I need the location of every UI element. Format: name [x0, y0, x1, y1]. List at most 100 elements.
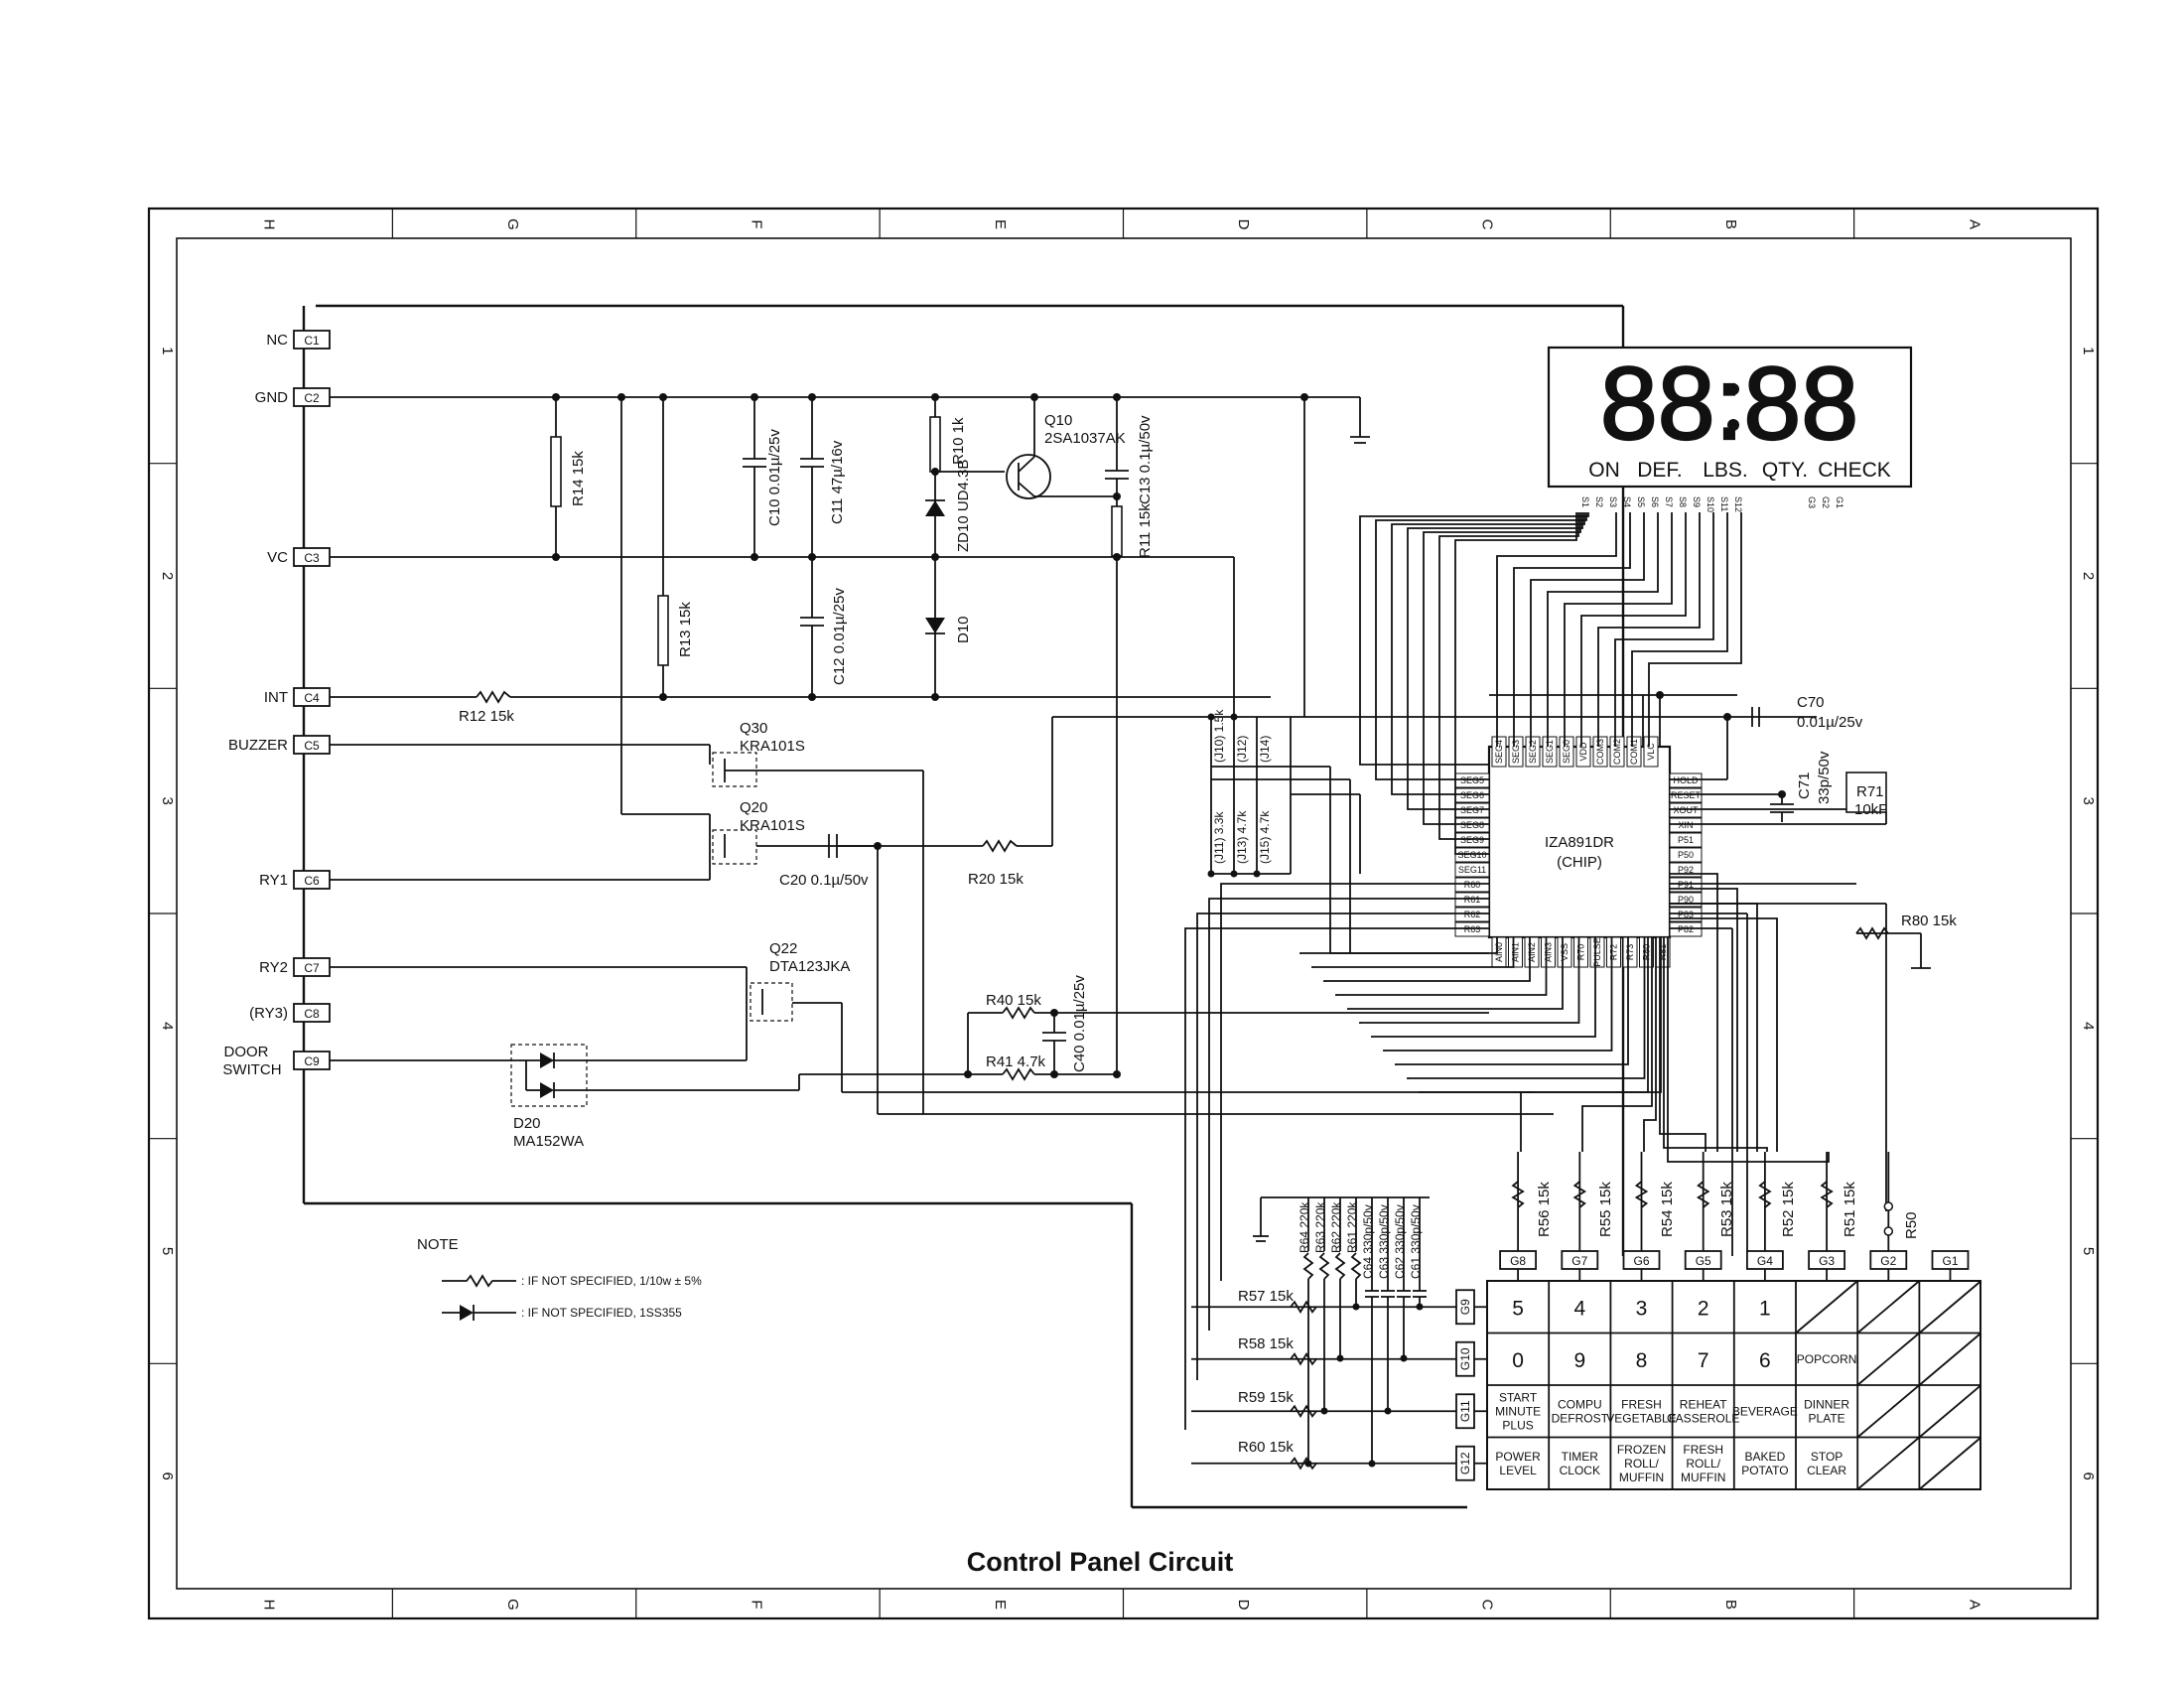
pull-down-bank	[1253, 1196, 1430, 1468]
key-label: COMPU	[1558, 1397, 1602, 1411]
chip-pin-PULSE: PULSE	[1592, 937, 1602, 967]
key-label: 1	[1759, 1297, 1771, 1320]
keypad-key[interactable]: 7	[1698, 1349, 1709, 1372]
chip-pin-P50: P50	[1678, 850, 1694, 860]
keypad-key[interactable]: POPCORN	[1797, 1352, 1857, 1366]
connector-name: RY2	[259, 959, 288, 976]
key-label: CASSEROLE	[1667, 1411, 1739, 1425]
keypad-col-G3: G3	[1819, 1254, 1835, 1268]
keypad-key[interactable]: 8	[1636, 1349, 1648, 1372]
key-label: PLUS	[1502, 1418, 1533, 1432]
frame-col-bottom-A: A	[1966, 1600, 1982, 1610]
frame-col-bottom-C: C	[1479, 1600, 1496, 1611]
connector-name: (RY3)	[249, 1005, 288, 1022]
frame-col-top-C: C	[1479, 219, 1496, 230]
chip-pin-COM3: COM3	[1595, 739, 1605, 765]
keypad-key[interactable]: 1	[1759, 1297, 1771, 1320]
connector-name: BUZZER	[228, 737, 288, 754]
keypad-key[interactable]: 5	[1512, 1297, 1524, 1320]
chip-pin-AIN1: AIN1	[1511, 942, 1521, 962]
keypad-key[interactable]: 9	[1573, 1349, 1585, 1372]
label-r71: R71	[1856, 783, 1884, 800]
key-label: REHEAT	[1680, 1397, 1727, 1411]
keypad-col-G5: G5	[1696, 1254, 1711, 1268]
chip-pin-RESET: RESET	[1671, 790, 1702, 800]
key-label: POTATO	[1741, 1464, 1788, 1477]
chip-pin-P83: P83	[1678, 910, 1694, 919]
label-q22-type: DTA123JKA	[769, 958, 850, 975]
key-label: STOP	[1811, 1450, 1843, 1464]
connector-name: VC	[267, 549, 288, 566]
display-indicator-1: ON	[1588, 459, 1620, 482]
key-label: FRESH	[1621, 1397, 1662, 1411]
chip-pin-R72: R72	[1609, 944, 1619, 961]
key-label: FRESH	[1683, 1443, 1723, 1457]
label-c71: C71	[1796, 772, 1813, 799]
keypad-resistors	[1511, 1152, 1894, 1251]
frame-col-bottom-B: B	[1722, 1600, 1739, 1610]
keypad-key[interactable]: 0	[1512, 1349, 1524, 1372]
chip-pin-R70: R70	[1576, 944, 1586, 961]
label-j14: (J14)	[1258, 736, 1272, 763]
chip-pin-HOLD: HOLD	[1673, 775, 1699, 785]
chip-pin-SEG2: SEG2	[1528, 740, 1538, 764]
display-pin-S10: S10	[1706, 496, 1715, 512]
chip-pin-XOUT: XOUT	[1673, 805, 1699, 815]
display-pin-G2: G2	[1821, 496, 1831, 508]
chip-pin-P90: P90	[1678, 895, 1694, 905]
connector-ref: C1	[304, 334, 320, 348]
key-label: 4	[1573, 1297, 1585, 1320]
keypad-key[interactable]: 6	[1759, 1349, 1771, 1372]
display-chip-bus	[1184, 512, 1830, 1430]
keypad-key[interactable]: 2	[1698, 1297, 1709, 1320]
key-label: 5	[1512, 1297, 1524, 1320]
keypad-key[interactable]: 4	[1573, 1297, 1585, 1320]
key-label: VEGETABLE	[1606, 1411, 1676, 1425]
chip-pin-R60: R60	[1464, 880, 1481, 890]
chip-pin-SEG6: SEG6	[1460, 790, 1484, 800]
key-label: MINUTE	[1495, 1404, 1541, 1418]
chip-pin-XIN: XIN	[1678, 820, 1693, 830]
display-colon-bottom	[1727, 419, 1739, 431]
label-c70-val: 0.01µ/25v	[1797, 714, 1863, 731]
chip-pin-SEG3: SEG3	[1511, 740, 1521, 764]
label-r11: R11 15k	[1137, 503, 1154, 558]
chip-pin-SEG9: SEG9	[1460, 835, 1484, 845]
keypad-key[interactable]: BEVERAGE	[1732, 1404, 1798, 1418]
key-label: FROZEN	[1617, 1443, 1666, 1457]
display-pin-S3: S3	[1608, 496, 1618, 507]
label-c11: C11 47µ/16v	[829, 440, 846, 524]
chip-pin-P82: P82	[1678, 924, 1694, 934]
label-r14: R14 15k	[570, 451, 587, 506]
frame-row-right-5: 5	[2080, 1247, 2097, 1255]
label-r58: R58 15k	[1238, 1335, 1294, 1352]
label-c62: C62 330p/50v	[1393, 1204, 1407, 1279]
key-label: ROLL/	[1686, 1457, 1720, 1471]
diagram-title: Control Panel Circuit	[967, 1547, 1234, 1577]
key-label: CLOCK	[1560, 1464, 1600, 1477]
label-r59: R59 15k	[1238, 1389, 1294, 1406]
key-label: MUFFIN	[1619, 1471, 1664, 1484]
chip-support-wiring	[1489, 691, 1931, 1256]
frame-row-right-3: 3	[2080, 796, 2097, 804]
label-r40: R40 15k	[986, 992, 1041, 1009]
chip-name: IZA891DR	[1545, 834, 1614, 851]
frame-col-bottom-E: E	[992, 1600, 1009, 1610]
keypad-key[interactable]: 3	[1636, 1297, 1648, 1320]
keypad-col-G7: G7	[1571, 1254, 1587, 1268]
chip-pin-SEG5: SEG5	[1460, 775, 1484, 785]
